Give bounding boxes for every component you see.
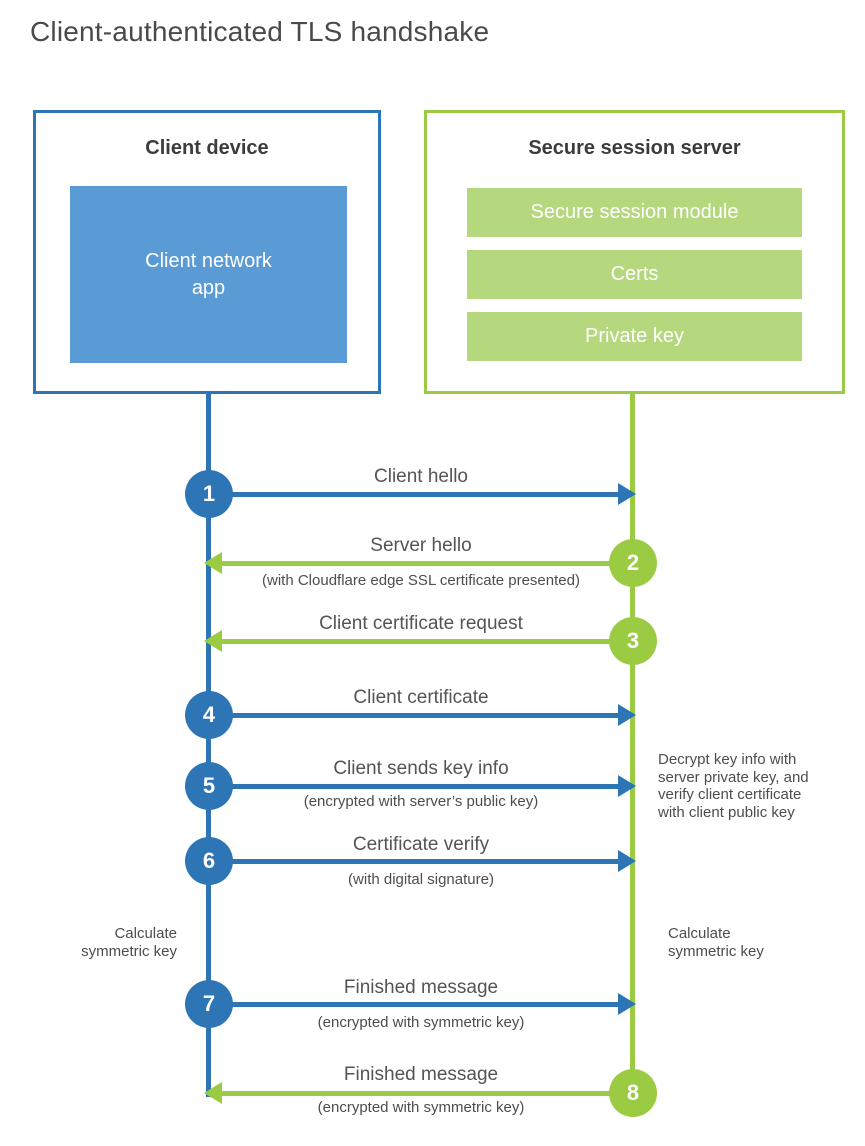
client-device-title: Client device — [145, 137, 269, 159]
step-3-label: Client certificate request — [319, 613, 523, 634]
step-1-arrow — [208, 492, 620, 497]
step-2-arrowhead — [204, 552, 222, 574]
step-6-arrow — [208, 859, 620, 864]
step-1-label: Client hello — [374, 466, 468, 487]
client-network-app-box: Client network app — [70, 186, 347, 363]
step-7-label: Finished message — [343, 977, 499, 998]
step-8-number: 8 — [609, 1069, 657, 1117]
step-2-sublabel: (with Cloudflare edge SSL certificate pr… — [262, 572, 580, 589]
step-5-label: Client sends key info — [333, 758, 509, 779]
secure-session-server-box: Secure session server Secure session mod… — [424, 110, 845, 394]
step-7-arrowhead — [618, 993, 636, 1015]
server-module-secure-session: Secure session module — [467, 188, 802, 237]
step-5-sublabel: (encrypted with server’s public key) — [303, 793, 539, 810]
step-4-arrowhead — [618, 704, 636, 726]
client-device-box: Client device Client network app — [33, 110, 381, 394]
step-7-sublabel: (encrypted with symmetric key) — [317, 1014, 525, 1031]
server-lifeline — [630, 392, 635, 1093]
step-2-number: 2 — [609, 539, 657, 587]
step-1-arrowhead — [618, 483, 636, 505]
step-8-arrow — [221, 1091, 632, 1096]
step-8-arrowhead — [204, 1082, 222, 1104]
step-8-sublabel: (encrypted with symmetric key) — [317, 1099, 525, 1116]
step-4-number: 4 — [185, 691, 233, 739]
step-8-label: Finished message — [343, 1064, 499, 1085]
step-5-arrow — [208, 784, 620, 789]
step-2-label: Server hello — [370, 535, 472, 556]
server-module-private-key: Private key — [467, 312, 802, 361]
step-7-arrow — [208, 1002, 620, 1007]
server-module-certs: Certs — [467, 250, 802, 299]
page-title: Client-authenticated TLS handshake — [30, 16, 490, 47]
step-3-arrow — [221, 639, 632, 644]
calculate-symmetric-key-client-note: Calculate symmetric key — [81, 925, 177, 960]
step-1-number: 1 — [185, 470, 233, 518]
step-4-arrow — [208, 713, 620, 718]
secure-session-server-title: Secure session server — [528, 137, 741, 159]
step-6-label: Certificate verify — [352, 834, 490, 855]
step-2-arrow — [221, 561, 632, 566]
calculate-symmetric-key-server-note: Calculate symmetric key — [668, 925, 764, 960]
step-3-number: 3 — [609, 617, 657, 665]
step-4-label: Client certificate — [353, 687, 489, 708]
step-7-number: 7 — [185, 980, 233, 1028]
decrypt-key-note: Decrypt key info with server private key… — [658, 751, 809, 821]
step-6-number: 6 — [185, 837, 233, 885]
step-5-number: 5 — [185, 762, 233, 810]
step-6-arrowhead — [618, 850, 636, 872]
client-lifeline — [206, 392, 211, 1097]
step-6-sublabel: (with digital signature) — [348, 871, 494, 888]
step-3-arrowhead — [204, 630, 222, 652]
step-5-arrowhead — [618, 775, 636, 797]
